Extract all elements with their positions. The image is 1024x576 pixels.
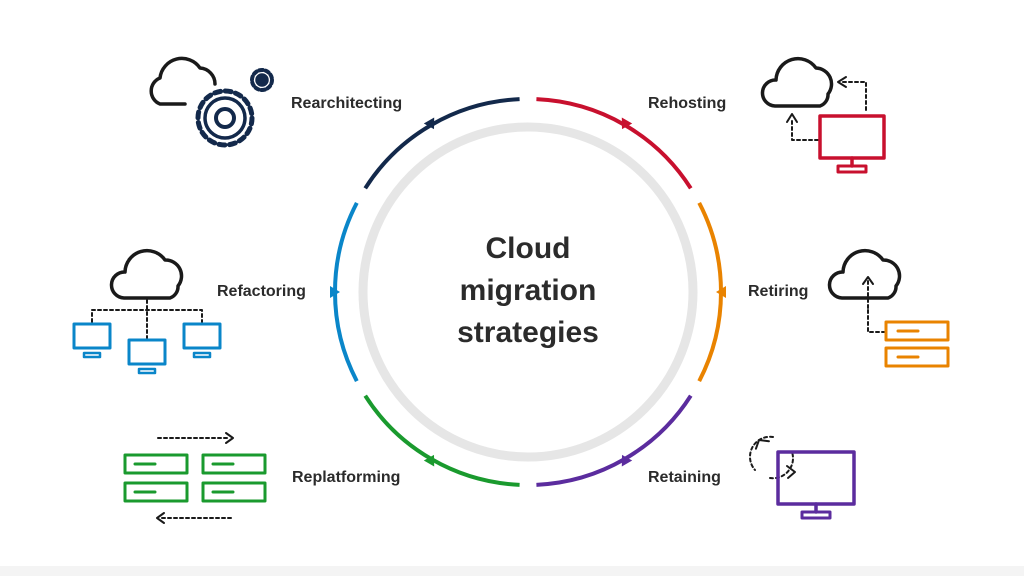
- cloud-servers-icon: [827, 248, 950, 368]
- cloud-to-monitor-icon: [760, 56, 886, 174]
- title-line-1: Cloud: [485, 232, 571, 265]
- arc-marker-refactoring: [330, 286, 340, 298]
- bottom-strip: [0, 566, 1024, 576]
- label-refactoring: Refactoring: [217, 283, 306, 300]
- monitor-refresh-icon: [749, 435, 856, 520]
- label-retiring: Retiring: [748, 283, 809, 300]
- title-line-2: migration: [459, 274, 597, 307]
- strategy-arcs: [330, 97, 726, 487]
- arc-marker-replatforming: [423, 454, 435, 467]
- arc-marker-retaining: [621, 454, 633, 467]
- server-racks-icon: [123, 432, 267, 524]
- diagram-title: Cloud migration strategies: [428, 228, 628, 354]
- cloud-network-icon: [72, 248, 222, 375]
- label-rearchitecting: Rearchitecting: [291, 95, 403, 112]
- label-replatforming: Replatforming: [292, 469, 401, 486]
- title-line-3: strategies: [457, 316, 599, 349]
- label-rehosting: Rehosting: [648, 95, 727, 112]
- arc-marker-rearchitecting: [423, 117, 435, 130]
- cloud-gears-icon: [149, 56, 274, 148]
- arc-marker-retiring: [716, 286, 726, 298]
- inner-ring: [358, 122, 698, 462]
- arc-marker-rehosting: [621, 117, 633, 130]
- label-retaining: Retaining: [648, 469, 721, 486]
